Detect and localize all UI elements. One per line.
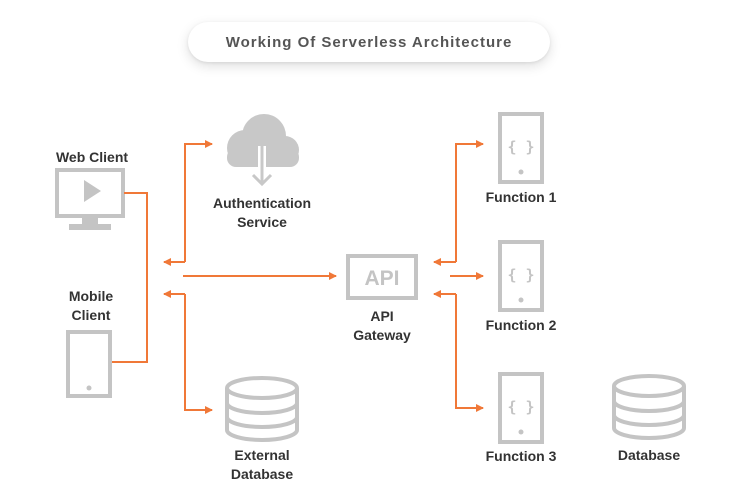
diagram-title: Working Of Serverless Architecture <box>188 22 550 62</box>
function-3-icon: { } <box>498 372 544 444</box>
function-1-icon: { } <box>498 112 544 184</box>
monitor-icon <box>55 168 125 230</box>
function-1-braces: { } <box>507 138 534 156</box>
database-label: Database <box>617 447 681 463</box>
api-gateway-icon: API <box>346 254 418 300</box>
external-database-label: External Database <box>230 447 294 482</box>
function-2-icon: { } <box>498 240 544 312</box>
auth-service-arrow <box>184 140 213 262</box>
function-3-braces: { } <box>507 398 534 416</box>
web-client-label: Web Client <box>55 149 129 165</box>
external-db-arrow <box>184 294 213 414</box>
function-3-label: Function 3 <box>485 448 557 464</box>
function-1-arrow <box>455 140 484 262</box>
database-icon <box>612 374 686 440</box>
function-3-arrow <box>455 294 484 412</box>
external-database-icon <box>225 376 299 442</box>
mobile-client-label: Mobile Client <box>68 288 114 323</box>
mobile-phone-icon <box>66 330 112 398</box>
api-icon-text: API <box>364 267 399 290</box>
auth-service-label: Authentication Service <box>213 195 311 230</box>
cloud-icon <box>227 114 299 187</box>
function-2-braces: { } <box>507 266 534 284</box>
function-1-label: Function 1 <box>485 189 557 205</box>
function-2-label: Function 2 <box>485 317 557 333</box>
api-gateway-label: API Gateway <box>353 308 411 343</box>
client-connector-line <box>112 192 148 363</box>
